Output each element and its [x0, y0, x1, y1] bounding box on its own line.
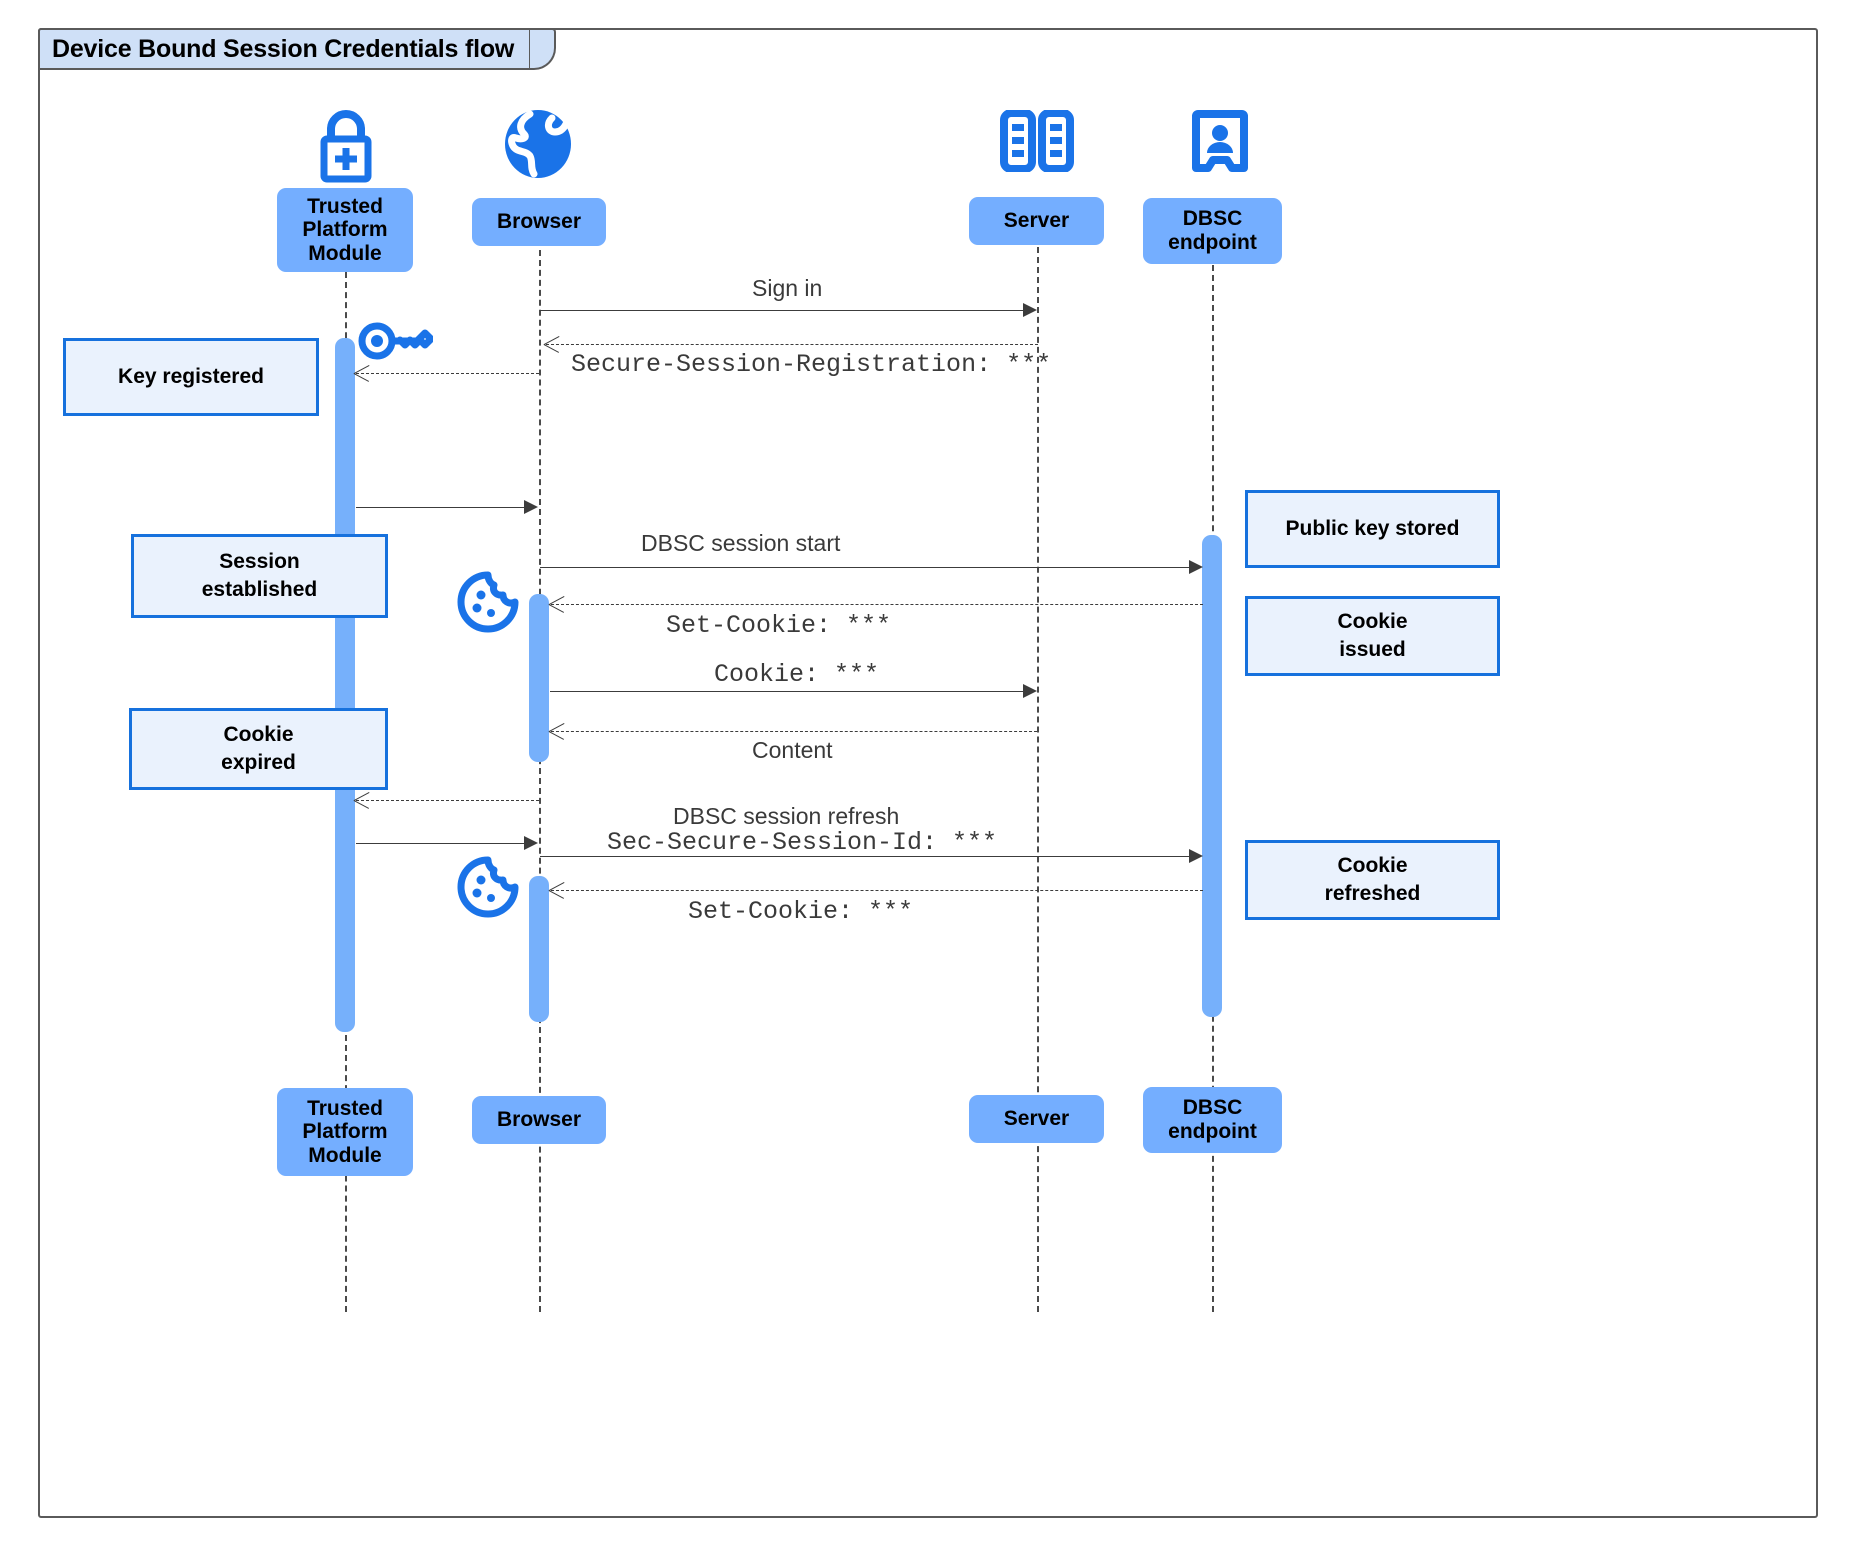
arrowhead-right: [524, 836, 538, 850]
participant-browser-bottom[interactable]: Browser: [472, 1096, 606, 1144]
frame-title-tag: Device Bound Session Credentials flow: [38, 28, 531, 70]
message-line-dbsc-session-start: [540, 567, 1200, 568]
participant-label: Browser: [496, 210, 582, 234]
message-label-secure-session-registration: Secure-Session-Registration: ***: [571, 350, 1052, 379]
message-label-set-cookie-2: Set-Cookie: ***: [688, 897, 914, 926]
lock-plus-icon: [309, 105, 383, 188]
lifeline-browser: [539, 250, 541, 1312]
participant-browser-top[interactable]: Browser: [472, 198, 606, 246]
message-label-sec-secure-session-id: Sec-Secure-Session-Id: ***: [607, 828, 998, 857]
participant-server-bottom[interactable]: Server: [969, 1095, 1104, 1143]
activation-dbsc: [1202, 535, 1222, 1017]
frame-title-label: Device Bound Session Credentials flow: [52, 34, 515, 63]
participant-label: Server: [1003, 209, 1070, 233]
cookie-icon: [456, 571, 520, 638]
message-line-sec-secure-session-id: [540, 856, 1200, 857]
participant-label: Browser: [496, 1108, 582, 1132]
message-line-content: [551, 731, 1037, 732]
cookie-icon: [456, 856, 520, 923]
message-line-tpm-request: [356, 373, 539, 374]
globe-icon: [500, 108, 576, 185]
arrowhead-right: [1189, 849, 1203, 863]
lifeline-server: [1037, 247, 1039, 1312]
message-line-tpm-refresh-response: [356, 843, 532, 844]
id-badge-icon: [1192, 110, 1248, 181]
participant-server-top[interactable]: Server: [969, 197, 1104, 245]
note-public-key-stored: Public key stored: [1245, 490, 1500, 568]
note-text: Public key stored: [1285, 516, 1460, 540]
server-racks-icon: [1000, 109, 1074, 177]
message-line-set-cookie-2: [551, 890, 1203, 891]
arrowhead-right: [524, 500, 538, 514]
message-line-tpm-response: [356, 507, 532, 508]
key-icon: [357, 318, 435, 369]
activation-browser-1: [529, 594, 549, 762]
message-label-cookie: Cookie: ***: [714, 660, 880, 689]
message-line-tpm-refresh-request: [356, 800, 539, 801]
note-key-registered: Key registered: [63, 338, 319, 416]
message-label-set-cookie-1: Set-Cookie: ***: [666, 611, 892, 640]
message-label-dbsc-session-start: DBSC session start: [641, 530, 841, 556]
message-label-dbsc-session-refresh: DBSC session refresh: [673, 803, 900, 829]
message-line-sign-in: [540, 310, 1032, 311]
message-line-cookie: [550, 691, 1032, 692]
message-label-sign-in: Sign in: [752, 275, 823, 301]
arrowhead-right: [1023, 303, 1037, 317]
participant-label: Server: [1003, 1107, 1070, 1131]
arrowhead-right: [1189, 560, 1203, 574]
message-line-set-cookie-1: [551, 604, 1203, 605]
arrowhead-right: [1023, 684, 1037, 698]
activation-tpm: [335, 338, 355, 1032]
activation-browser-2: [529, 876, 549, 1022]
message-line-secure-session-registration: [546, 344, 1038, 345]
note-text: Key registered: [118, 364, 264, 388]
message-label-content: Content: [752, 737, 833, 763]
